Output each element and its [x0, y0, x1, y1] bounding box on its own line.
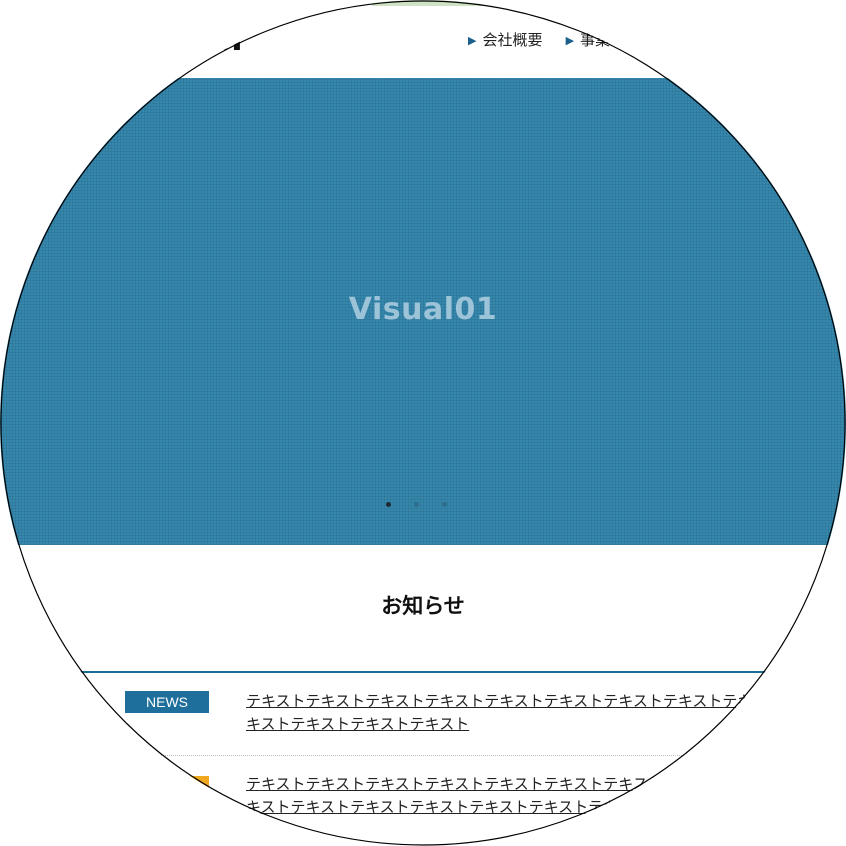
nav-item-label: 事業 [580, 31, 611, 49]
global-nav: ▶ 会社概要 ▶ 事業 [468, 30, 628, 50]
hero-slide-title: Visual01 [348, 292, 498, 327]
site-header: on ▶ 会社概要 ▶ 事業 [0, 0, 846, 78]
slider-pagination [386, 492, 470, 507]
header-accent-bar [372, 0, 482, 6]
news-list-item: テキストテキストテキストテキストテキストテキストテキストテキストテキストテキスト… [0, 756, 846, 846]
news-section-title: お知らせ [381, 594, 465, 618]
triangle-right-icon: ▶ [565, 34, 575, 47]
news-list-item: NEWS テキストテキストテキストテキストテキストテキストテキストテキストテキス… [0, 673, 846, 756]
slider-dot-3[interactable] [442, 502, 447, 507]
news-category-badge [125, 776, 209, 798]
news-item-link[interactable]: テキストテキストテキストテキストテキストテキストテキストテキストテキストテキスト… [246, 775, 797, 839]
hero-slider[interactable]: Visual01 [0, 78, 846, 545]
slider-dot-1[interactable] [386, 502, 391, 507]
nav-item-business[interactable]: ▶ 事業 [566, 30, 610, 51]
news-item-link[interactable]: テキストテキストテキストテキストテキストテキストテキストテキストテキストテキスト… [246, 692, 797, 733]
site-logo[interactable]: on [196, 19, 243, 59]
triangle-right-icon: ▶ [468, 34, 477, 47]
nav-item-company[interactable]: ▶ 会社概要 [468, 30, 542, 51]
nav-item-label: 会社概要 [482, 31, 543, 49]
news-category-badge: NEWS [125, 691, 209, 713]
slider-dot-2[interactable] [414, 502, 419, 507]
